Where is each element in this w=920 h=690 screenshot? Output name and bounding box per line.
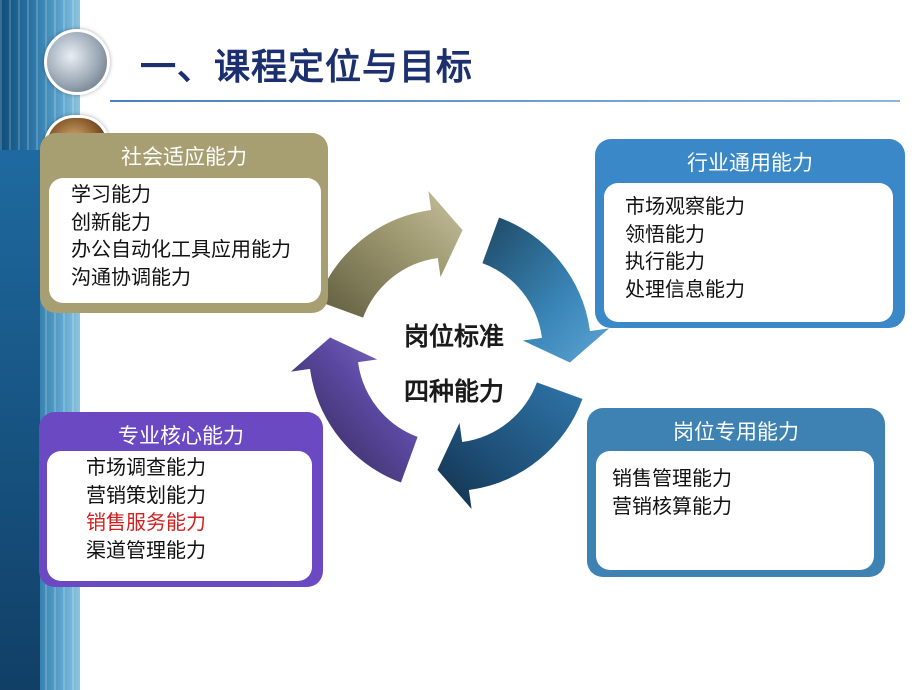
cycle-arrow-olive	[315, 186, 465, 320]
center-label-abilities: 四种能力	[403, 377, 504, 406]
cycle-arrow-purple	[286, 335, 420, 485]
card-list: 市场观察能力 领悟能力 执行能力 处理信息能力	[604, 183, 893, 322]
list-item-highlighted: 销售服务能力	[86, 510, 206, 534]
card-list: 学习能力 创新能力 办公自动化工具应用能力 沟通协调能力	[49, 178, 321, 303]
decorative-stripe-lower	[0, 150, 40, 690]
card-list: 销售管理能力 营销核算能力	[596, 451, 874, 570]
card-title: 岗位专用能力	[673, 420, 799, 444]
list-item: 营销策划能力	[86, 482, 206, 507]
list-item: 渠道管理能力	[86, 537, 206, 562]
card-professional-core: 专业核心能力 市场调查能力 营销策划能力 销售服务能力 渠道管理能力	[39, 412, 323, 587]
card-industry-general: 行业通用能力 市场观察能力 领悟能力 执行能力 处理信息能力	[595, 139, 905, 328]
list-item: 沟通协调能力	[71, 264, 191, 289]
card-post-specific: 岗位专用能力 销售管理能力 营销核算能力	[587, 408, 885, 577]
list-item: 市场观察能力	[625, 194, 745, 218]
decorative-photo-circle	[44, 29, 110, 95]
list-item: 销售管理能力	[612, 466, 732, 490]
cycle-arrows-icon	[286, 186, 614, 514]
cycle-arrow-blue-lower	[435, 380, 585, 514]
list-item: 市场调查能力	[86, 455, 206, 479]
card-title: 社会适应能力	[121, 145, 247, 169]
card-list: 市场调查能力 营销策划能力 销售服务能力 渠道管理能力	[47, 451, 312, 581]
list-item: 领悟能力	[625, 221, 705, 246]
card-social-adaptability: 社会适应能力 学习能力 创新能力 办公自动化工具应用能力 沟通协调能力	[40, 133, 328, 313]
card-title: 行业通用能力	[687, 151, 813, 175]
slide-title: 一、课程定位与目标	[140, 47, 474, 88]
list-item: 营销核算能力	[612, 493, 732, 518]
center-label-standard: 岗位标准	[403, 322, 504, 351]
list-item: 学习能力	[71, 182, 151, 206]
list-item: 创新能力	[71, 209, 151, 234]
title-divider	[110, 100, 900, 102]
list-item: 处理信息能力	[625, 276, 745, 301]
list-item: 办公自动化工具应用能力	[71, 237, 291, 261]
list-item: 执行能力	[625, 249, 705, 273]
card-title: 专业核心能力	[118, 424, 244, 448]
